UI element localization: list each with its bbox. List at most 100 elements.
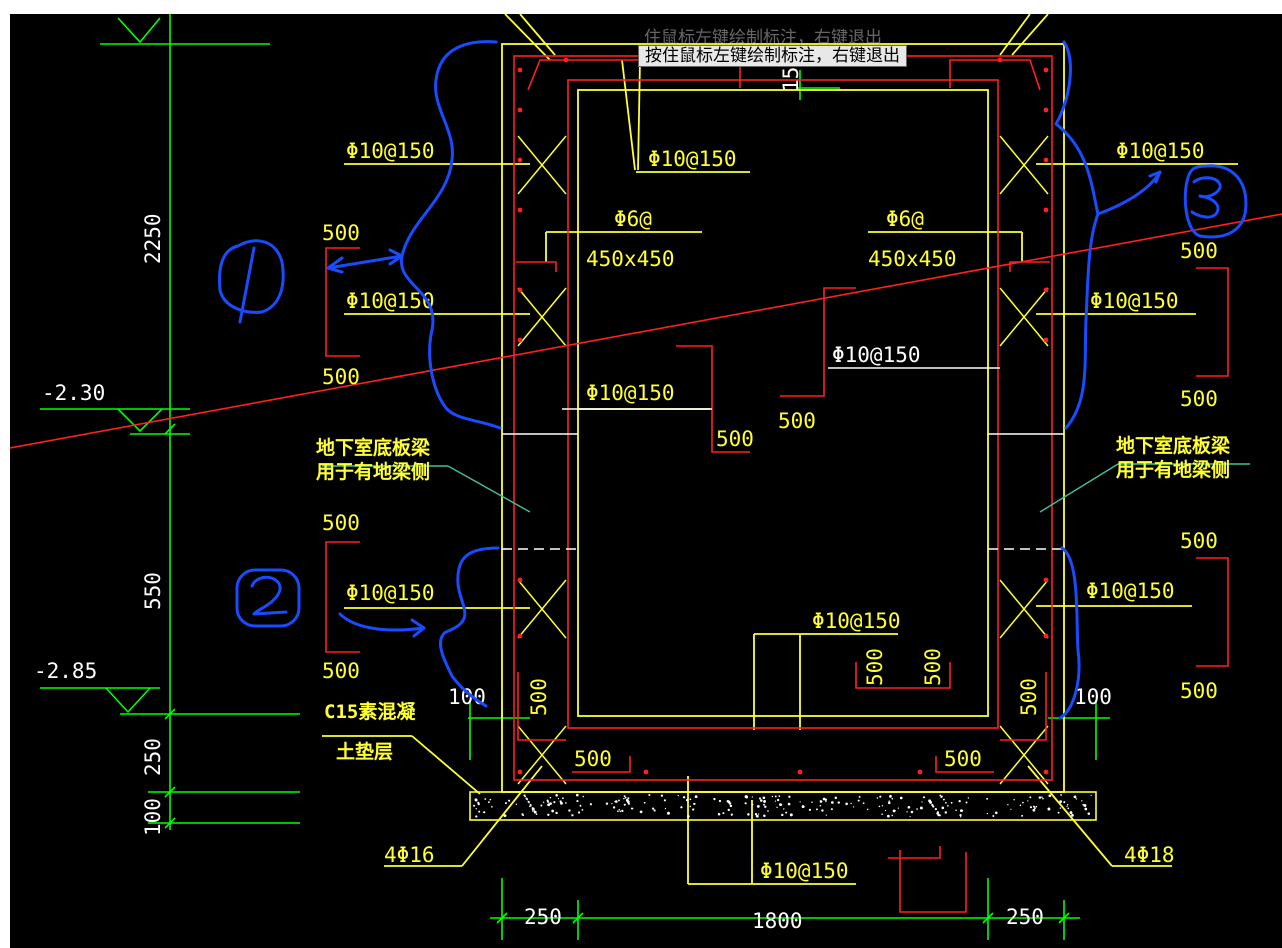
hatch-dot — [808, 808, 811, 811]
hatch-dot — [881, 805, 884, 807]
hatch-dot — [568, 809, 571, 812]
hatch-dot — [1067, 807, 1070, 810]
hatch-dot — [664, 807, 667, 810]
hatch-dot — [852, 806, 855, 808]
hatch-dot — [717, 812, 721, 816]
hatch-dot — [744, 795, 748, 799]
hatch-dot — [559, 800, 562, 803]
hatch-dot — [491, 805, 493, 808]
hatch-dot — [1042, 797, 1044, 800]
elevation-lower: -2.85 — [34, 659, 97, 683]
cad-canvas[interactable]: -2.30 -2.85 2250 550 250 100 150 100 100… — [10, 14, 1282, 948]
hatch-dot — [487, 801, 490, 804]
hatch-dot — [986, 812, 989, 815]
hatch-dot — [994, 811, 998, 815]
label-right-mid: Φ10@150 — [1090, 289, 1179, 313]
pad-hatch — [473, 793, 1092, 818]
hatch-dot — [1035, 805, 1038, 808]
hatch-dot — [643, 801, 646, 804]
hatch-dot — [1021, 814, 1024, 817]
hatch-dot — [547, 800, 550, 803]
hatch-dot — [722, 812, 725, 815]
hatch-dot — [1059, 807, 1062, 809]
hatch-dot — [618, 799, 620, 802]
hatch-dot — [986, 798, 988, 800]
hatch-dot — [787, 802, 791, 806]
hatch-dot — [815, 808, 818, 811]
beam-note-right-line2: 用于有地梁侧 — [1116, 458, 1230, 481]
hatch-dot — [729, 804, 733, 808]
hatch-dot — [561, 797, 564, 800]
hatch-dot — [940, 796, 943, 798]
hatch-dot — [922, 796, 925, 799]
hatch-dot — [884, 809, 887, 812]
hatch-dot — [899, 796, 903, 800]
hatch-dot — [774, 795, 777, 798]
label-left-tie-top: Φ6@ — [614, 207, 652, 231]
hatch-dot — [728, 802, 732, 805]
label-right-tie-top: Φ6@ — [886, 207, 924, 231]
dim-2250: 2250 — [141, 213, 165, 264]
hatch-dot — [653, 809, 656, 812]
label-corner-left: 4Φ16 — [384, 843, 435, 867]
hatch-dot — [529, 805, 531, 808]
hatch-dot — [774, 800, 777, 802]
label-bottom-stirrup: Φ10@150 — [760, 859, 849, 883]
hatch-dot — [876, 797, 879, 799]
hatch-dot — [776, 806, 778, 809]
hatch-dot — [639, 810, 643, 814]
hatch-dot — [531, 807, 535, 811]
hatch-dot — [1019, 804, 1022, 807]
hatch-dot — [617, 810, 619, 813]
hatch-dot — [549, 802, 552, 805]
hatch-dot — [1032, 808, 1036, 812]
length-500: 500 — [322, 511, 360, 535]
hatch-dot — [611, 802, 613, 805]
rebar-dots — [517, 57, 1049, 775]
hatch-dot — [727, 808, 730, 812]
hatch-dot — [763, 803, 765, 806]
hatch-dot — [1048, 794, 1052, 798]
hatch-dot — [526, 798, 528, 801]
beam-outline — [322, 14, 1238, 885]
hatch-dot — [547, 813, 550, 816]
length-500: 500 — [1180, 387, 1218, 411]
hatch-dot — [891, 797, 894, 800]
hatch-dot — [789, 813, 793, 817]
hatch-dot — [945, 801, 947, 804]
hatch-dot — [866, 808, 869, 811]
hatch-dot — [475, 807, 477, 810]
hatch-dot — [621, 809, 624, 813]
hatch-dot — [1033, 807, 1036, 810]
length-500: 500 — [1017, 678, 1041, 716]
hatch-dot — [760, 799, 763, 802]
hatch-dot — [730, 813, 733, 816]
hatch-dot — [605, 802, 609, 805]
hatch-dot — [1010, 808, 1012, 811]
hatch-dot — [515, 803, 518, 805]
hatch-dot — [685, 798, 689, 802]
hatch-dot — [689, 798, 692, 801]
hatch-dot — [530, 805, 532, 807]
white-lines — [502, 367, 1064, 550]
beam-note-right-line1: 地下室底板梁 — [1116, 434, 1231, 457]
length-500: 500 — [322, 365, 360, 389]
hatch-dot — [1085, 808, 1087, 811]
hatch-dot — [944, 811, 948, 814]
hatch-dot — [528, 802, 530, 804]
hatch-dot — [648, 793, 651, 797]
dim-250: 250 — [141, 738, 165, 776]
hatch-dot — [937, 813, 940, 817]
hatch-dot — [589, 803, 592, 806]
hatch-dot — [897, 807, 899, 809]
dim-bottom-right: 250 — [1006, 905, 1044, 929]
hatch-dot — [942, 798, 945, 801]
hatch-dot — [862, 802, 865, 805]
dim-100-right: 100 — [1074, 685, 1112, 709]
hatch-dot — [967, 797, 970, 799]
drawing-svg[interactable]: -2.30 -2.85 2250 550 250 100 150 100 100… — [10, 14, 1282, 948]
hatch-dot — [889, 794, 892, 798]
length-500: 500 — [716, 427, 754, 451]
hatch-dot — [1071, 813, 1074, 816]
